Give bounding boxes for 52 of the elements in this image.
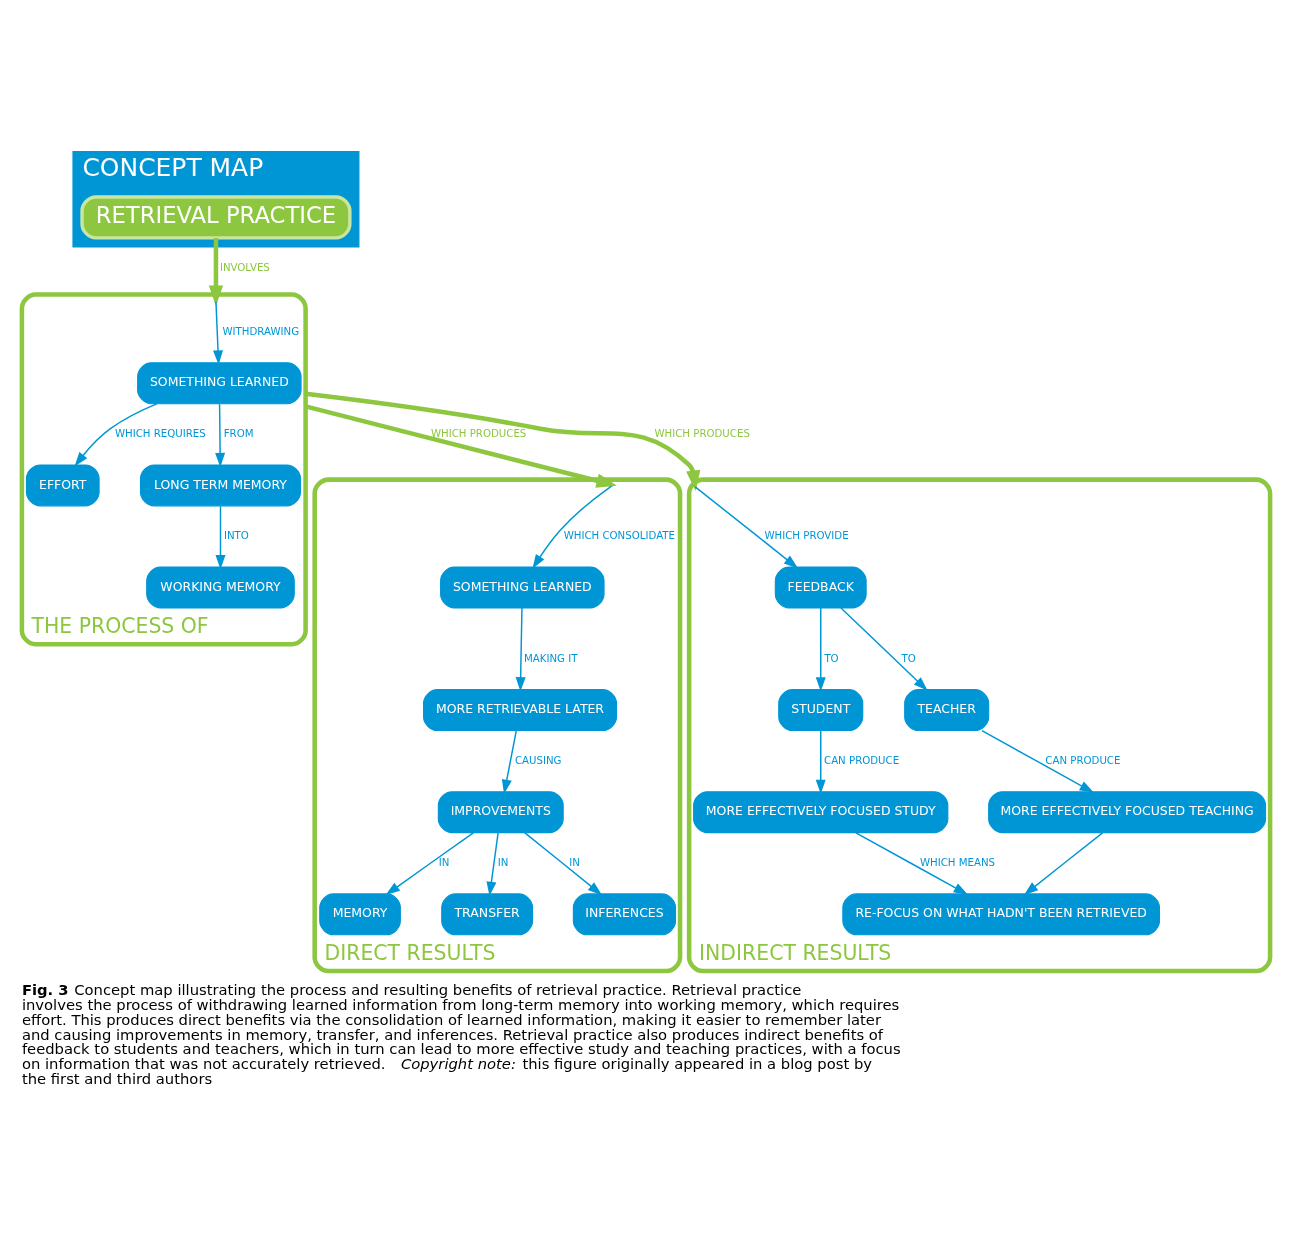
arrow <box>501 729 517 794</box>
node-box: TEACHER <box>904 688 990 731</box>
node-box: SOMETHING LEARNED <box>137 361 302 404</box>
arrow <box>385 831 475 895</box>
edge-label: TO <box>901 652 916 663</box>
node-box: MORE EFFECTIVELY FOCUSED STUDY <box>693 790 949 833</box>
edge-label: WHICH CONSOLIDATE <box>563 529 676 541</box>
edge-label: WHICH REQUIRES <box>114 427 206 439</box>
node-box: FEEDBACK <box>774 566 867 608</box>
node-box: INFERENCES <box>572 892 677 935</box>
edge-label: MAKING IT <box>523 652 578 663</box>
node-box: MEMORY <box>319 892 401 935</box>
edge-label: WHICH MEANS <box>919 856 996 868</box>
node-box: LONG TERM MEMORY <box>139 463 302 506</box>
arrow <box>305 391 701 491</box>
edge-label: CAUSING <box>514 754 562 766</box>
node-box: STUDENT <box>778 688 864 731</box>
edge-label: CAN PRODUCE <box>1045 754 1121 766</box>
edge-label: FROM <box>223 427 254 439</box>
node-box: TRANSFER <box>441 892 534 935</box>
edge-label: IN <box>569 856 580 868</box>
node-box: MORE RETRIEVABLE LATER <box>423 688 618 731</box>
node-box: EFFORT <box>25 463 100 506</box>
edge-label: INTO <box>223 529 249 541</box>
node-box: SOMETHING LEARNED <box>440 566 605 608</box>
arrow <box>486 831 499 896</box>
arrow <box>215 402 226 467</box>
arrow <box>524 831 603 895</box>
edge-label: IN <box>497 856 509 868</box>
node-box: RETRIEVAL PRACTICE <box>80 194 352 240</box>
caption: Fig. 3 Concept map illustrating the process and resulting benefits of retrieval practice. Retrieval practice involves the process of withdrawing learned information from long-term memory into working memory, which requires effort. This produces direct benefits via the consolidation of learned information, making it easier to remember later and causing improvements in memory, transfer, and inferences. Retrieval practice also produces indirect benefits of feedback to students and teachers, which in turn can lead to more effective study and teaching practices, with a focus on information that was not accurately retrieved. Copyright note: this figure originally appeared in a blog post by the first and third authors <box>21 980 901 1087</box>
edge-label: WHICH PROVIDE <box>764 529 849 541</box>
edge-label: IN <box>438 856 450 868</box>
node-box: MORE EFFECTIVELY FOCUSED TEACHING <box>988 790 1267 833</box>
arrow <box>815 729 826 794</box>
node-box: IMPROVEMENTS <box>437 790 564 833</box>
node-box: RE-FOCUS ON WHAT HADN'T BEEN RETRIEVED <box>842 892 1160 935</box>
arrow <box>981 729 1094 793</box>
arrow <box>815 606 826 691</box>
edge-label: TO <box>824 652 839 663</box>
arrow <box>840 606 928 691</box>
edge-label: CAN PRODUCE <box>824 754 900 766</box>
edge-label: WHICH PRODUCES <box>654 427 750 439</box>
node-box: WORKING MEMORY <box>146 566 295 608</box>
arrow <box>1023 831 1104 895</box>
arrow <box>74 402 158 466</box>
arrow <box>215 505 226 569</box>
edge-label: WHICH PRODUCES <box>430 427 527 439</box>
edge-label: INVOLVES <box>219 261 270 273</box>
edge-label: WITHDRAWING <box>222 325 300 337</box>
arrow <box>515 606 526 691</box>
arrow <box>855 831 968 895</box>
